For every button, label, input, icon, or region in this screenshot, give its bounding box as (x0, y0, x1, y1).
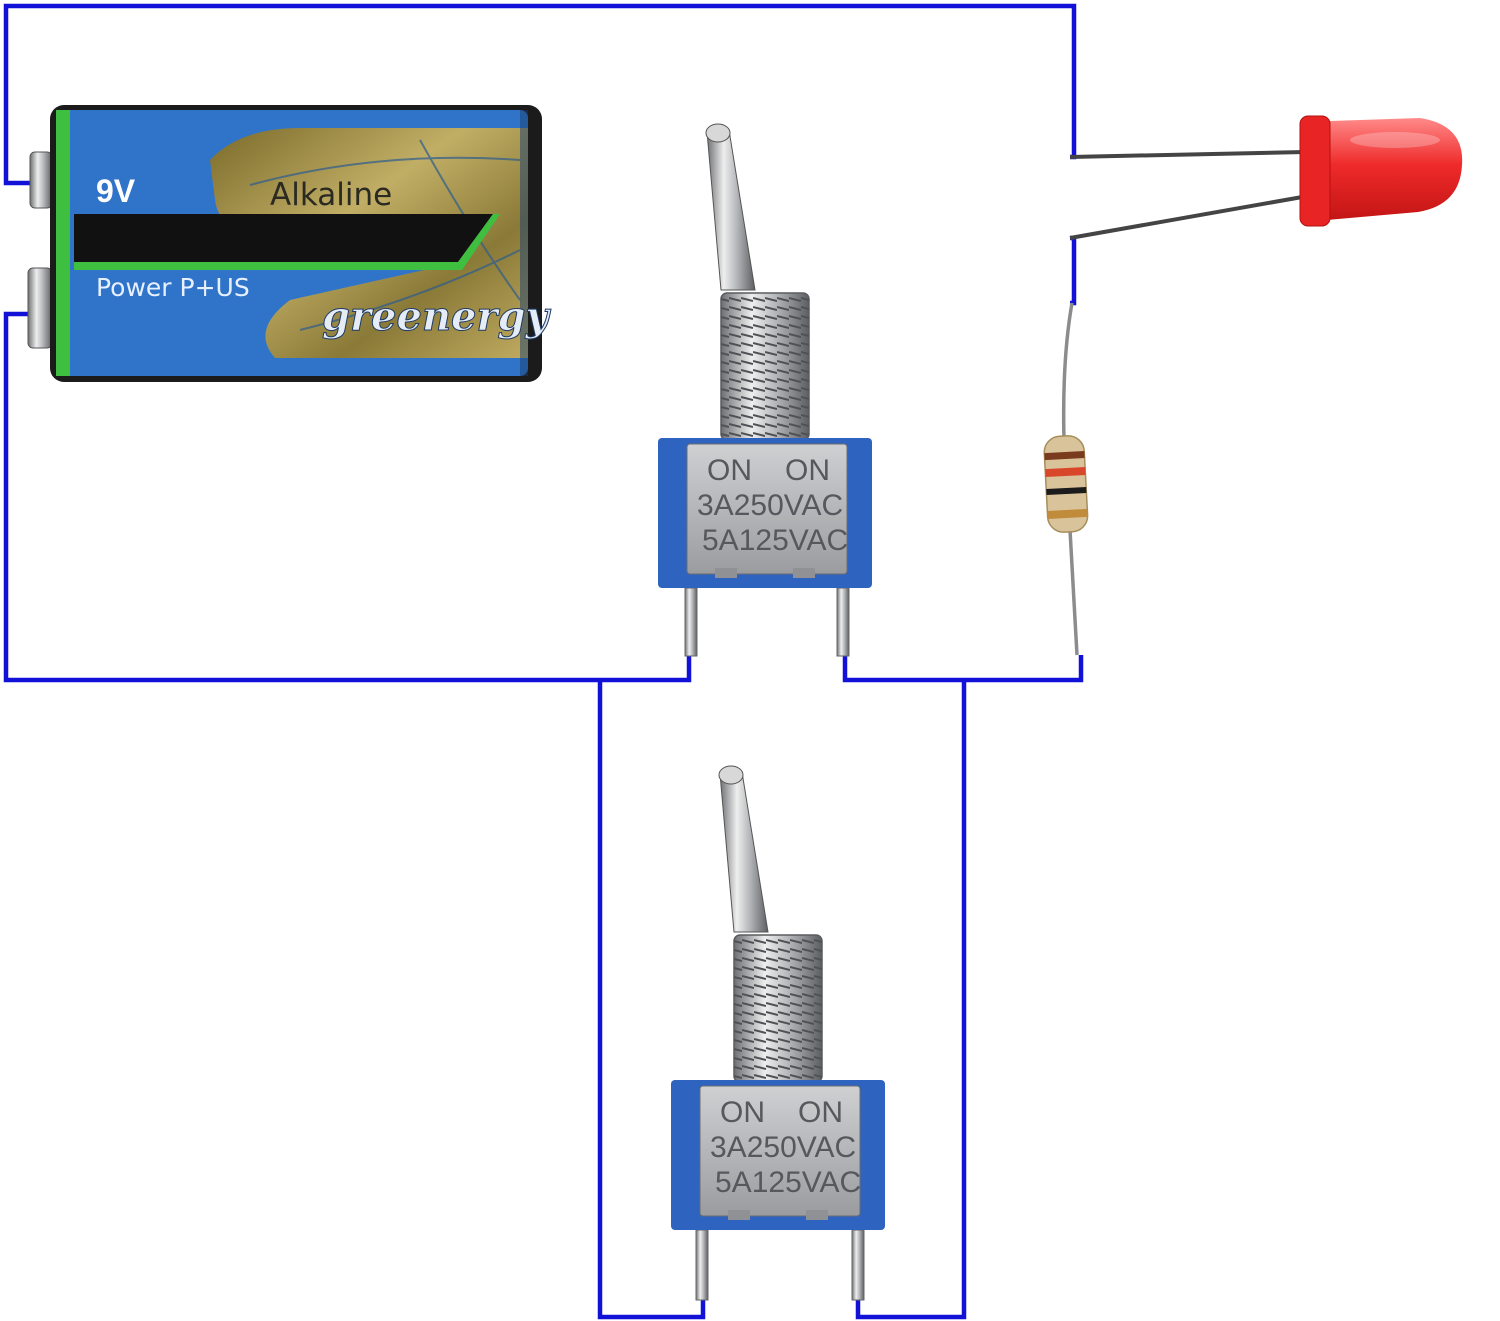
battery-terminal-top-icon (29, 151, 53, 209)
wire-left-branch-to-lower-switch (597, 680, 706, 1320)
switch-lower-leg-left (695, 1229, 709, 1301)
battery-voltage-label: 9V (96, 173, 136, 209)
battery-chemistry-label: Alkaline (270, 177, 392, 213)
toggle-switch-lower: ON ON 3A250VAC 5A125VAC (671, 765, 885, 1301)
red-led-icon (1069, 115, 1463, 240)
wire-switch-to-resistor (842, 655, 1084, 683)
switch-lower-leg-right (851, 1229, 865, 1301)
switch-upper-rating-2: 5A125VAC (702, 524, 848, 557)
switch-upper-rating-1: 3A250VAC (697, 489, 843, 522)
wire-led-to-resistor (1070, 235, 1077, 306)
wire-right-branch-to-lower-switch (855, 680, 967, 1320)
battery-brand-label: greenergy (322, 293, 552, 340)
switch-upper-leg-right (836, 587, 850, 657)
switch-upper-on-right-label: ON (785, 454, 830, 487)
resistor-icon (1043, 302, 1089, 656)
switch-lower-rating-1: 3A250VAC (710, 1131, 856, 1164)
switch-upper-leg-left (684, 587, 698, 657)
toggle-switch-upper: ON ON 3A250VAC 5A125VAC (658, 123, 872, 657)
switch-lower-rating-2: 5A125VAC (715, 1166, 861, 1199)
wire-battery-bottom-to-switch (3, 311, 692, 683)
battery-9v: 9V Alkaline Power P+US greenergy (27, 105, 552, 382)
switch-upper-on-left-label: ON (707, 454, 752, 487)
battery-tagline-label: Power P+US (96, 273, 250, 302)
battery-terminal-bottom-icon (27, 267, 53, 349)
switch-lower-on-right-label: ON (798, 1096, 843, 1129)
switch-lower-on-left-label: ON (720, 1096, 765, 1129)
